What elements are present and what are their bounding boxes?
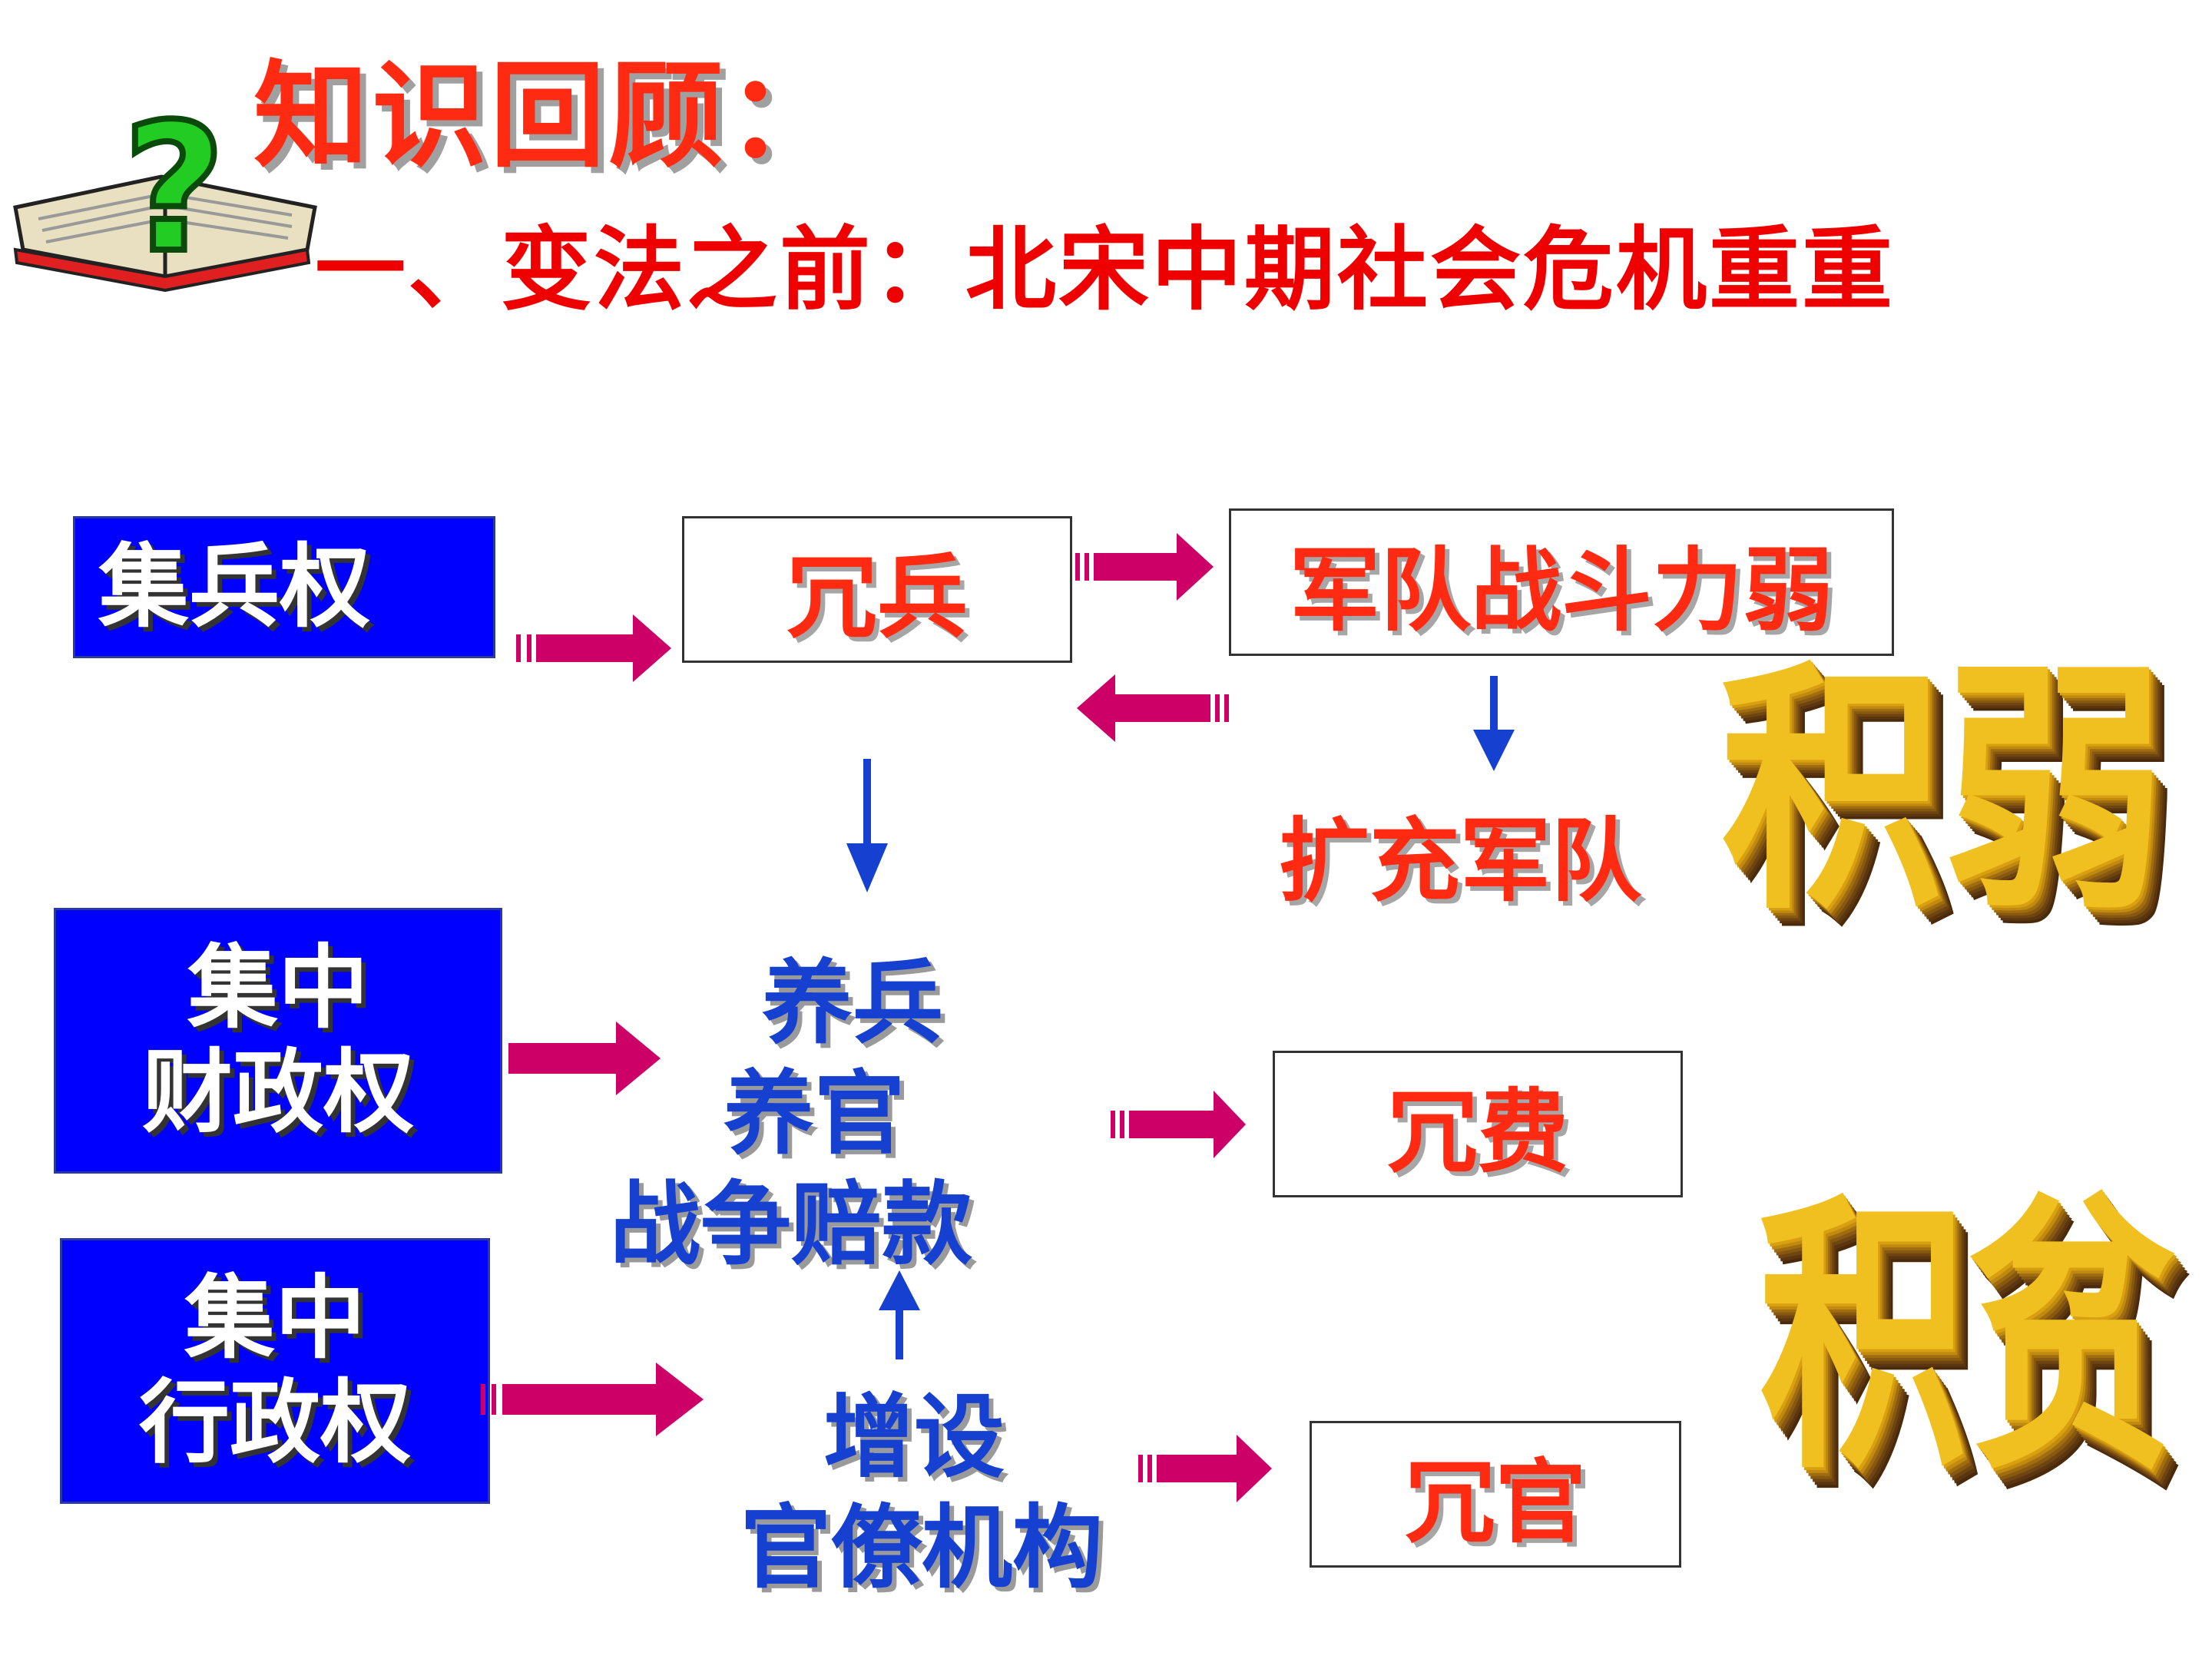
conclusion-poverty: 积贫 xyxy=(1759,1170,2176,1508)
box-military-power: 集兵权 xyxy=(73,516,495,658)
add-offices-line2: 官僚机构 xyxy=(740,1494,1103,1601)
arrow-expand-back-to-soldiers xyxy=(1077,674,1229,742)
box-admin-power-line2: 行政权 xyxy=(138,1369,411,1475)
expand-army-text: 扩充军队 xyxy=(1279,808,1642,914)
arrow-finance-to-support xyxy=(508,1022,661,1095)
box-admin-power-line1: 集中 xyxy=(184,1265,366,1372)
box-redundant-soldiers-label: 冗兵 xyxy=(786,545,968,651)
box-redundant-officials-label: 冗官 xyxy=(1404,1449,1586,1555)
svg-text:?: ? xyxy=(123,92,225,292)
conclusion-weakness: 积弱 xyxy=(1720,639,2166,945)
arrow-offices-to-officials xyxy=(1138,1435,1272,1502)
support-line-officials: 养官 xyxy=(723,1060,905,1167)
box-admin-power: 集中 行政权 xyxy=(60,1238,490,1504)
page-title: 知识回顾： xyxy=(253,50,846,184)
add-offices-line1: 增设 xyxy=(823,1384,1005,1490)
box-weak-army-label: 军队战斗力弱 xyxy=(1289,537,1833,644)
add-offices-text: 增设 官僚机构 xyxy=(691,1382,1152,1604)
box-finance-power-line1: 集中 xyxy=(187,935,369,1041)
box-redundant-officials: 冗官 xyxy=(1310,1421,1681,1568)
arrow-soldiers-down xyxy=(846,759,888,892)
arrow-admin-to-offices xyxy=(481,1363,704,1436)
support-line-soldiers: 养兵 xyxy=(761,950,943,1056)
box-redundant-soldiers: 冗兵 xyxy=(682,516,1072,663)
box-finance-power-line2: 财政权 xyxy=(141,1039,414,1145)
arrow-weak-army-down xyxy=(1473,676,1515,771)
box-finance-power: 集中 财政权 xyxy=(54,908,502,1174)
box-weak-army: 军队战斗力弱 xyxy=(1229,508,1894,656)
box-military-power-label: 集兵权 xyxy=(98,533,371,640)
page-subtitle: 一、变法之前：北宋中期社会危机重重 xyxy=(315,217,1896,323)
support-line-indemnity: 战争赔款 xyxy=(609,1171,972,1277)
question-book-icon: ? xyxy=(8,84,330,295)
arrow-military-to-soldiers xyxy=(516,614,671,682)
box-redundant-costs-label: 冗费 xyxy=(1386,1079,1568,1185)
box-redundant-costs: 冗费 xyxy=(1273,1051,1683,1197)
arrow-offices-up xyxy=(879,1270,920,1359)
support-costs-text: 养兵 养官 战争赔款 xyxy=(591,949,1052,1280)
arrow-soldiers-to-weak-army xyxy=(1075,533,1214,601)
arrow-support-to-costs xyxy=(1111,1091,1246,1158)
